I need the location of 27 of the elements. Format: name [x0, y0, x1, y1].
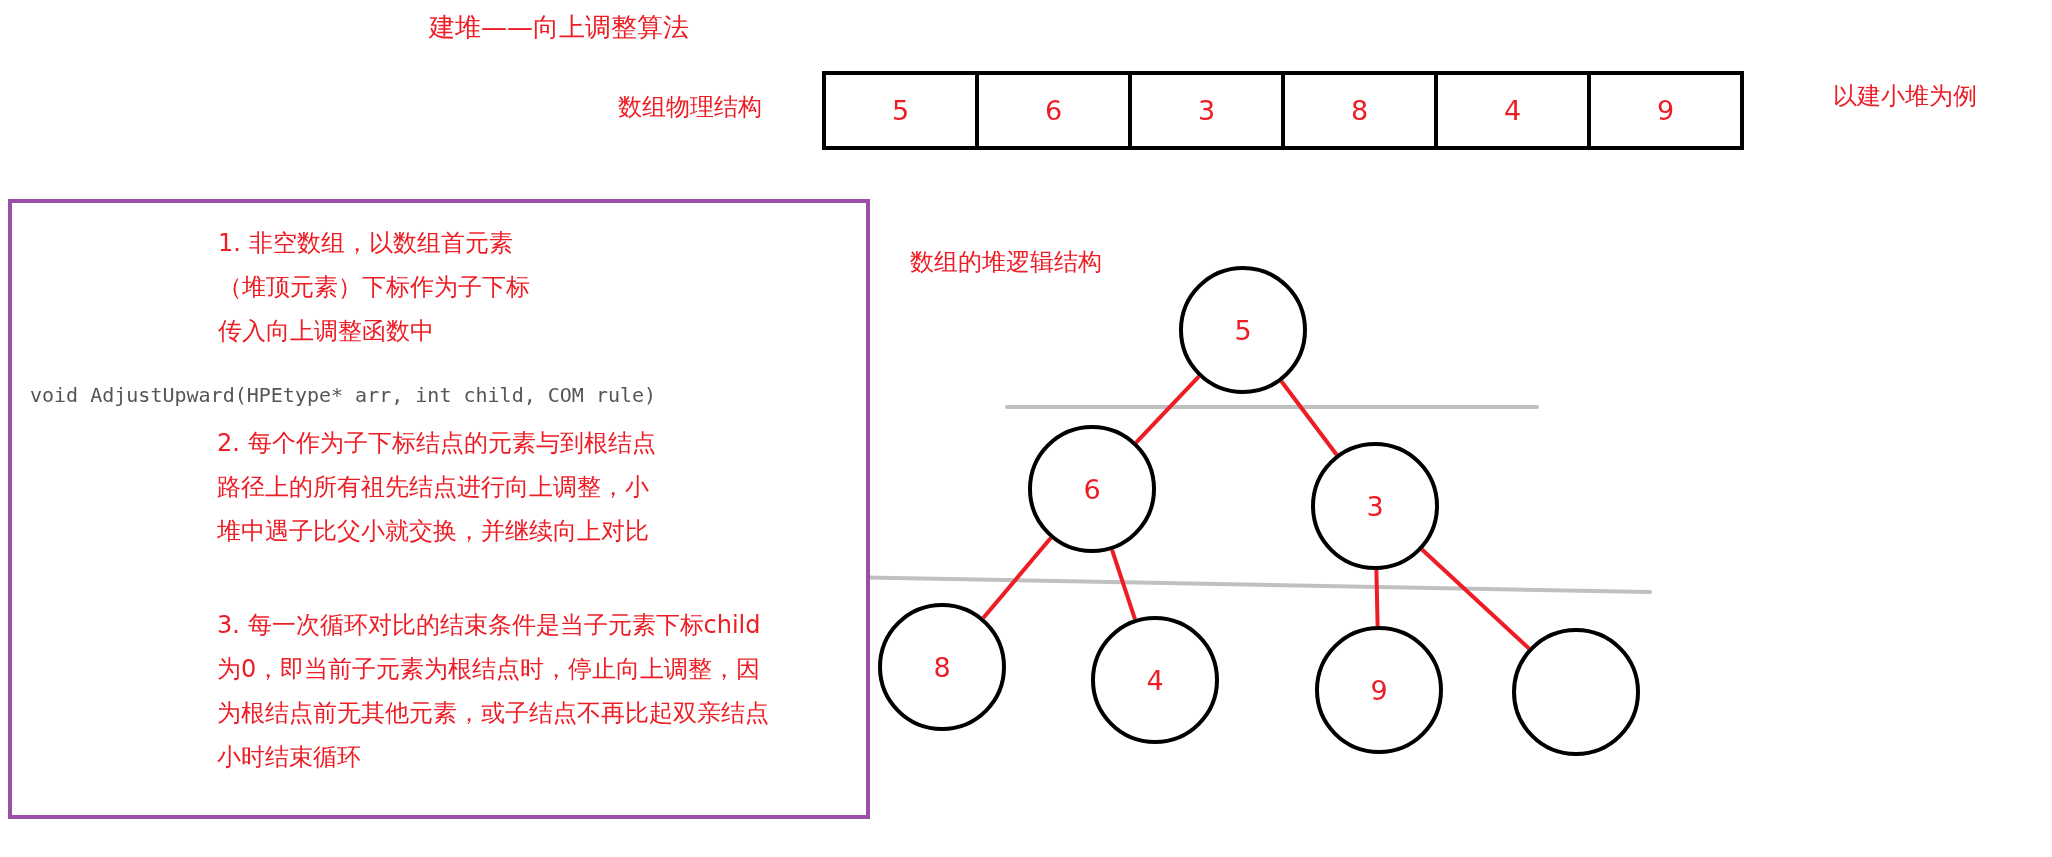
tree-edge	[1374, 569, 1380, 627]
cell-value: 5	[891, 97, 910, 124]
section-heading: 数组物理结构	[618, 93, 762, 122]
node-value: 5	[1234, 316, 1252, 344]
note-text: 1. 非空数组，以数组首元素（堆顶元素）下标作为子下标传入向上调整函数中	[218, 228, 531, 347]
cell-value: 8	[1350, 97, 1369, 124]
note-text: 以建小堆为例	[1833, 82, 1977, 111]
cell-value: 4	[1503, 97, 1522, 124]
node-value: 9	[1370, 676, 1388, 704]
node-value: 8	[933, 653, 951, 681]
cell-value: 6	[1044, 97, 1063, 124]
cell-value: 3	[1197, 97, 1216, 124]
node-value: 6	[1083, 475, 1101, 503]
node-value: 4	[1146, 666, 1164, 694]
code-line: void AdjustUpward(HPEtype* arr, int child, COM rule)	[30, 383, 657, 407]
section-heading: 数组的堆逻辑结构	[910, 248, 1102, 277]
cell-value: 9	[1656, 97, 1675, 124]
tree-edge	[1420, 548, 1531, 650]
tree-edge	[981, 536, 1053, 620]
tree-edge	[1110, 549, 1137, 620]
node-value: 3	[1366, 492, 1384, 520]
note-text: 3. 每一次循环对比的结束条件是当子元素下标child为0，即当前子元素为根结点时，停止向上调整，因为根结点前无其他元素，或子结点不再比起双亲结点小时结束循环	[217, 610, 770, 773]
diagram-title: 建堆——向上调整算法	[429, 12, 689, 44]
tree-edge	[1279, 380, 1339, 456]
tree-edge	[1134, 375, 1201, 444]
note-text: 2. 每个作为子下标结点的元素与到根结点路径上的所有祖先结点进行向上调整，小堆中遇子比父小就交换，并继续向上对比	[217, 428, 657, 547]
note-panel	[8, 199, 870, 819]
